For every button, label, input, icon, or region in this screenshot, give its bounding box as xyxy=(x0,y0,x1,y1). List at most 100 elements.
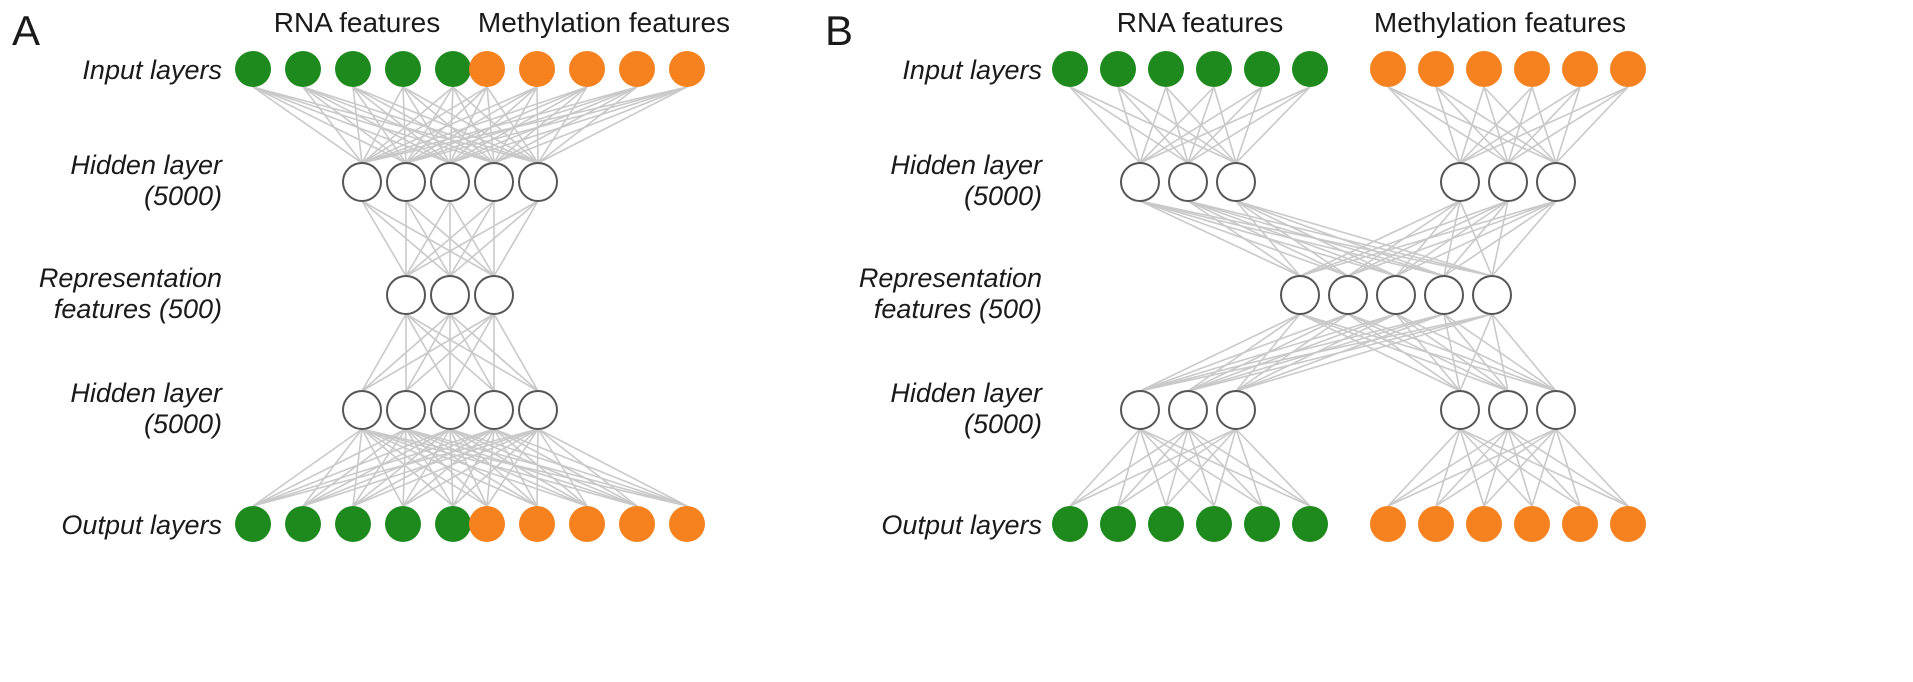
node-hidden-encoder[interactable] xyxy=(342,162,382,202)
node-hidden-decoder-methylation[interactable] xyxy=(1536,390,1576,430)
node-hidden-encoder[interactable] xyxy=(386,162,426,202)
node-hidden-encoder-rna[interactable] xyxy=(1216,162,1256,202)
node-output-rna[interactable] xyxy=(235,506,271,542)
node-output-rna[interactable] xyxy=(1052,506,1088,542)
node-input-rna[interactable] xyxy=(435,51,471,87)
node-hidden-decoder-methylation[interactable] xyxy=(1488,390,1528,430)
node-input-methylation[interactable] xyxy=(569,51,605,87)
node-input-methylation[interactable] xyxy=(669,51,705,87)
node-representation[interactable] xyxy=(1280,275,1320,315)
panel-a-label-hidden-top-line2: (5000) xyxy=(143,180,222,211)
node-input-methylation[interactable] xyxy=(1466,51,1502,87)
node-input-methylation[interactable] xyxy=(619,51,655,87)
panel-a-label-representation-line1: Representation xyxy=(38,263,222,293)
panel-b-label-hidden-bottom: Hidden layer (5000) xyxy=(820,378,1042,440)
panel-a-label-hidden-top-line1: Hidden layer xyxy=(70,150,222,180)
node-output-rna[interactable] xyxy=(1148,506,1184,542)
node-output-methylation[interactable] xyxy=(1466,506,1502,542)
node-output-rna[interactable] xyxy=(1244,506,1280,542)
node-input-methylation[interactable] xyxy=(1610,51,1646,87)
node-hidden-encoder-methylation[interactable] xyxy=(1488,162,1528,202)
node-input-rna[interactable] xyxy=(1292,51,1328,87)
node-output-methylation[interactable] xyxy=(1418,506,1454,542)
node-representation[interactable] xyxy=(1328,275,1368,315)
node-input-methylation[interactable] xyxy=(519,51,555,87)
node-input-rna[interactable] xyxy=(1100,51,1136,87)
panel-b-label-output-line1: Output layers xyxy=(881,510,1042,540)
node-input-rna[interactable] xyxy=(1052,51,1088,87)
panel-b-title-methylation: Methylation features xyxy=(1373,7,1627,38)
node-output-rna[interactable] xyxy=(1196,506,1232,542)
node-input-rna[interactable] xyxy=(1148,51,1184,87)
panel-a-label-representation-line2: features (500) xyxy=(53,293,222,324)
node-input-methylation[interactable] xyxy=(1370,51,1406,87)
node-output-rna[interactable] xyxy=(435,506,471,542)
node-input-methylation[interactable] xyxy=(1514,51,1550,87)
node-output-methylation[interactable] xyxy=(519,506,555,542)
panel-b-label-representation-line2: features (500) xyxy=(873,293,1042,324)
panel-a-title-rna: RNA features xyxy=(273,7,441,38)
panel-b-label-representation-line1: Representation xyxy=(858,263,1042,293)
node-output-methylation[interactable] xyxy=(669,506,705,542)
node-output-methylation[interactable] xyxy=(1610,506,1646,542)
panel-b-label-hidden-top-line1: Hidden layer xyxy=(890,150,1042,180)
panel-a-label-input-line1: Input layers xyxy=(82,55,222,85)
node-hidden-encoder-rna[interactable] xyxy=(1120,162,1160,202)
node-hidden-encoder[interactable] xyxy=(430,162,470,202)
node-input-rna[interactable] xyxy=(285,51,321,87)
node-hidden-decoder[interactable] xyxy=(386,390,426,430)
panel-b-label-hidden-top-line2: (5000) xyxy=(963,180,1042,211)
node-output-methylation[interactable] xyxy=(1514,506,1550,542)
panel-b: B RNA features Methylation features Inpu… xyxy=(800,0,1913,682)
panel-a-title-methylation: Methylation features xyxy=(477,7,731,38)
node-hidden-decoder-rna[interactable] xyxy=(1168,390,1208,430)
node-hidden-decoder-rna[interactable] xyxy=(1120,390,1160,430)
node-output-rna[interactable] xyxy=(1292,506,1328,542)
node-hidden-decoder[interactable] xyxy=(474,390,514,430)
node-hidden-decoder-rna[interactable] xyxy=(1216,390,1256,430)
node-hidden-encoder-methylation[interactable] xyxy=(1440,162,1480,202)
node-output-rna[interactable] xyxy=(385,506,421,542)
node-hidden-decoder-methylation[interactable] xyxy=(1440,390,1480,430)
node-hidden-encoder-rna[interactable] xyxy=(1168,162,1208,202)
node-input-methylation[interactable] xyxy=(469,51,505,87)
panel-a-label-hidden-top: Hidden layer (5000) xyxy=(0,150,222,212)
node-input-rna[interactable] xyxy=(335,51,371,87)
panel-b-label-hidden-bottom-line1: Hidden layer xyxy=(890,378,1042,408)
node-output-rna[interactable] xyxy=(1100,506,1136,542)
panel-b-label-hidden-top: Hidden layer (5000) xyxy=(820,150,1042,212)
node-representation[interactable] xyxy=(386,275,426,315)
node-input-rna[interactable] xyxy=(385,51,421,87)
node-hidden-decoder[interactable] xyxy=(430,390,470,430)
node-representation[interactable] xyxy=(430,275,470,315)
panel-b-label-input: Input layers xyxy=(820,55,1042,86)
node-output-methylation[interactable] xyxy=(619,506,655,542)
panel-b-title-rna: RNA features xyxy=(1116,7,1284,38)
node-output-methylation[interactable] xyxy=(1370,506,1406,542)
node-representation[interactable] xyxy=(474,275,514,315)
panel-b-label-representation: Representation features (500) xyxy=(800,263,1042,325)
node-output-rna[interactable] xyxy=(335,506,371,542)
node-input-rna[interactable] xyxy=(235,51,271,87)
node-representation[interactable] xyxy=(1472,275,1512,315)
node-output-methylation[interactable] xyxy=(569,506,605,542)
node-output-methylation[interactable] xyxy=(1562,506,1598,542)
node-hidden-encoder[interactable] xyxy=(518,162,558,202)
node-representation[interactable] xyxy=(1424,275,1464,315)
node-hidden-encoder[interactable] xyxy=(474,162,514,202)
node-representation[interactable] xyxy=(1376,275,1416,315)
node-output-rna[interactable] xyxy=(285,506,321,542)
node-input-methylation[interactable] xyxy=(1418,51,1454,87)
node-input-rna[interactable] xyxy=(1244,51,1280,87)
node-hidden-decoder[interactable] xyxy=(342,390,382,430)
panel-a-label-input: Input layers xyxy=(0,55,222,86)
panel-a-label-representation: Representation features (500) xyxy=(0,263,222,325)
node-output-methylation[interactable] xyxy=(469,506,505,542)
node-input-methylation[interactable] xyxy=(1562,51,1598,87)
node-hidden-decoder[interactable] xyxy=(518,390,558,430)
panel-a-label-output: Output layers xyxy=(0,510,222,541)
node-hidden-encoder-methylation[interactable] xyxy=(1536,162,1576,202)
node-input-rna[interactable] xyxy=(1196,51,1232,87)
